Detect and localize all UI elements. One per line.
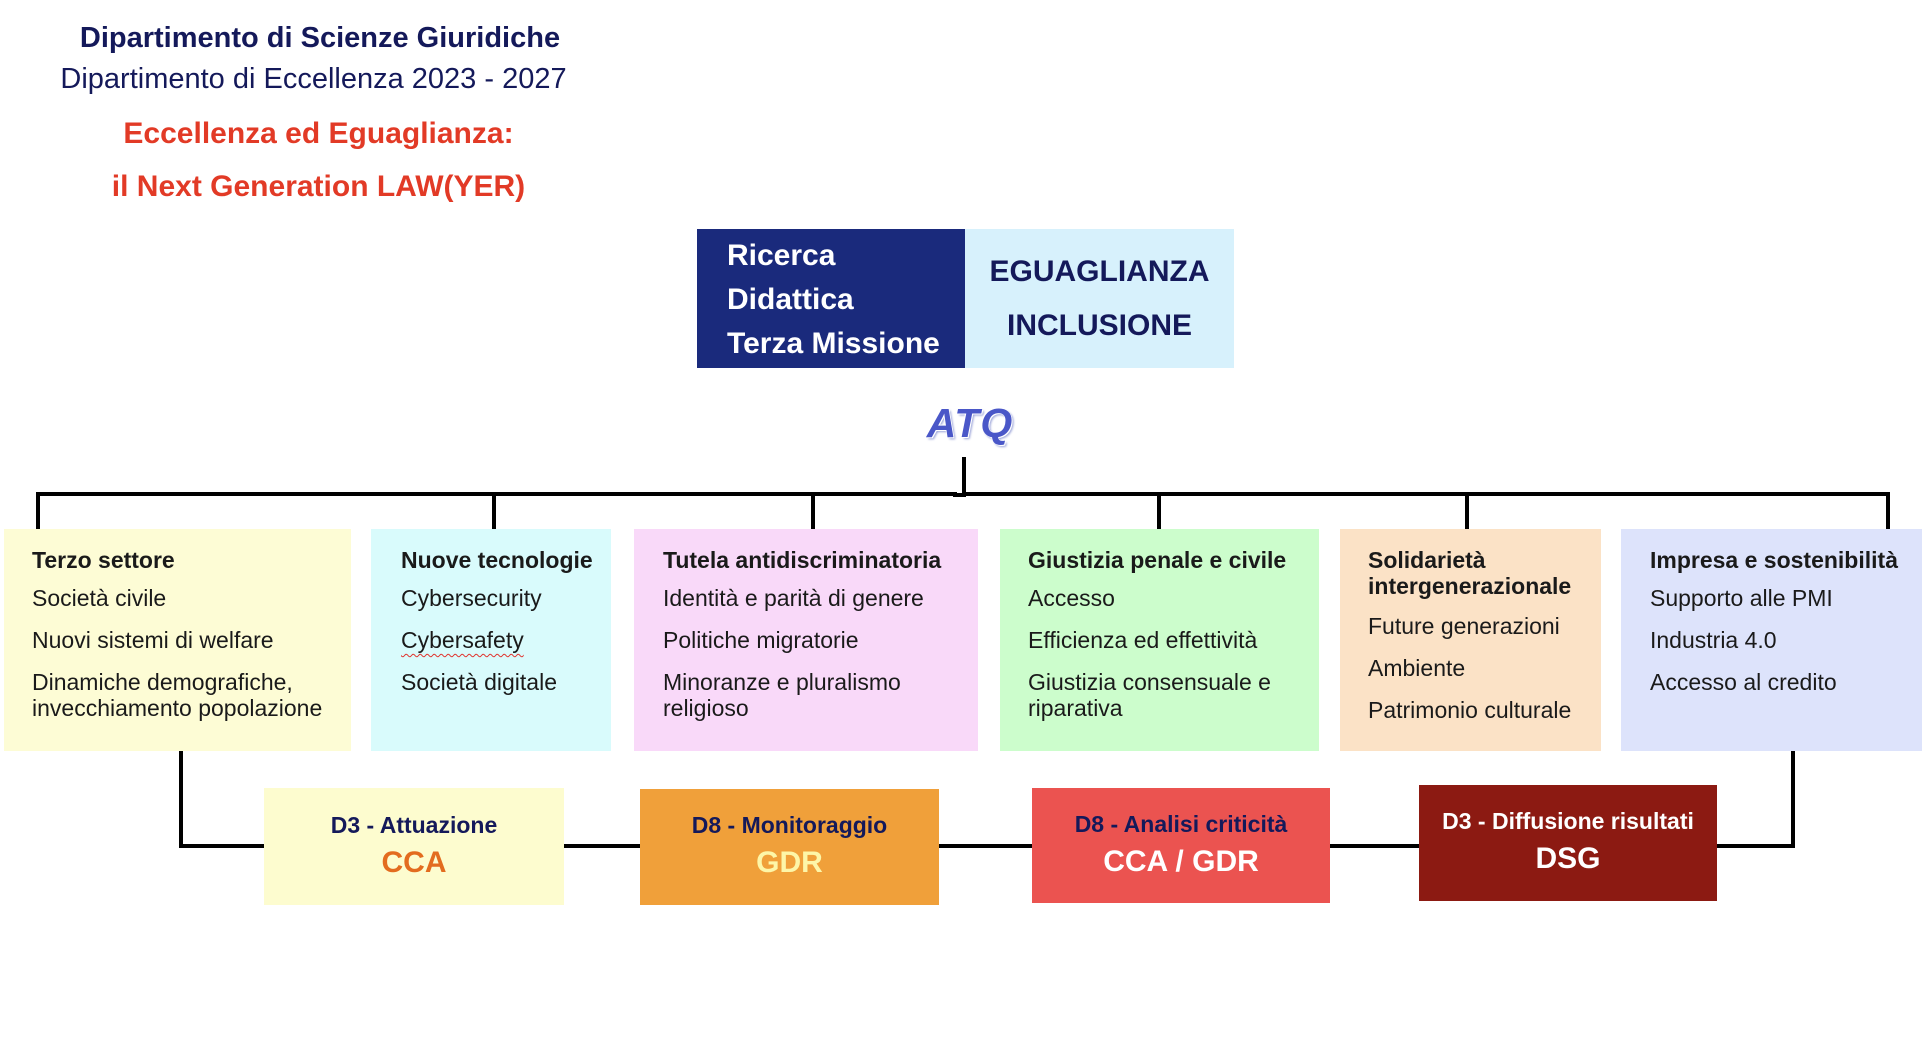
- category-title: Terzo settore: [32, 547, 175, 573]
- missions-box: Ricerca Didattica Terza Missione: [697, 229, 965, 368]
- phase-attuazione: D3 - Attuazione CCA: [264, 788, 564, 905]
- category-item: Efficienza ed effettività: [1028, 627, 1258, 653]
- phase-code: DSG: [1535, 842, 1601, 875]
- category-terzo-settore: Terzo settore Società civile Nuovi siste…: [4, 529, 351, 751]
- category-item: Politiche migratorie: [663, 627, 859, 653]
- mission-item: Didattica: [727, 283, 854, 316]
- category-title: Solidarietà intergenerazionale: [1368, 547, 1572, 599]
- category-item: Supporto alle PMI: [1650, 585, 1833, 611]
- tree-bus: [36, 492, 1890, 497]
- category-item: Società civile: [32, 585, 167, 611]
- category-title: Impresa e sostenibilità: [1650, 547, 1898, 573]
- category-item: Giustizia consensuale e riparativa: [1028, 669, 1271, 721]
- category-item: Industria 4.0: [1650, 627, 1777, 653]
- project-title-line1: Eccellenza ed Eguaglianza:: [123, 117, 514, 150]
- category-tutela-antidiscriminatoria: Tutela antidiscriminatoria Identità e pa…: [634, 529, 978, 751]
- category-item: Dinamiche demografiche, invecchiamento p…: [32, 669, 323, 721]
- category-item: Identità e parità di genere: [663, 585, 924, 611]
- phase-code: CCA / GDR: [1103, 844, 1259, 878]
- excellence-subtitle: Dipartimento di Eccellenza 2023 - 2027: [60, 63, 567, 95]
- category-title: Tutela antidiscriminatoria: [663, 547, 942, 573]
- category-title: Giustizia penale e civile: [1028, 547, 1287, 573]
- department-title: Dipartimento di Scienze Giuridiche: [79, 22, 561, 54]
- phase-label: D3 - Diffusione risultati: [1442, 808, 1694, 834]
- value-item: INCLUSIONE: [1006, 308, 1192, 342]
- category-solidarieta: Solidarietà intergenerazionale Future ge…: [1340, 529, 1601, 751]
- category-item: Minoranze e pluralismo religioso: [663, 669, 901, 721]
- category-nuove-tecnologie: Nuove tecnologie Cybersecurity Cybersafe…: [371, 529, 611, 751]
- phase-label: D8 - Monitoraggio: [691, 812, 888, 838]
- mission-item: Terza Missione: [727, 327, 940, 360]
- phase-code: CCA: [381, 845, 447, 879]
- phase-label: D8 - Analisi criticità: [1074, 810, 1288, 837]
- phase-monitoraggio: D8 - Monitoraggio GDR: [640, 789, 939, 905]
- category-item: Patrimonio culturale: [1368, 697, 1572, 723]
- flow-line-right: [1715, 750, 1795, 848]
- category-item: Cybersafety: [401, 627, 524, 653]
- category-item: Accesso al credito: [1650, 669, 1837, 695]
- phase-diffusione-risultati: D3 - Diffusione risultati DSG: [1419, 785, 1717, 901]
- category-item: Accesso: [1028, 585, 1115, 611]
- mission-item: Ricerca: [727, 239, 836, 272]
- category-item: Nuovi sistemi di welfare: [32, 627, 274, 653]
- value-item: EGUAGLIANZA: [989, 254, 1210, 288]
- category-item: Società digitale: [401, 669, 557, 695]
- phase-label: D3 - Attuazione: [330, 811, 498, 838]
- hub-label-atq: ATQ: [926, 400, 1014, 446]
- flow-line-left: [179, 750, 266, 848]
- phase-analisi-criticita: D8 - Analisi criticità CCA / GDR: [1032, 788, 1330, 903]
- category-item: Future generazioni: [1368, 613, 1560, 639]
- category-item: Cybersecurity: [401, 585, 542, 611]
- category-item: Ambiente: [1368, 655, 1466, 681]
- values-box: EGUAGLIANZA INCLUSIONE: [965, 229, 1234, 368]
- phase-code: GDR: [756, 846, 823, 879]
- category-giustizia: Giustizia penale e civile Accesso Effici…: [1000, 529, 1319, 751]
- project-title-line2: il Next Generation LAW(YER): [111, 170, 526, 203]
- category-impresa: Impresa e sostenibilità Supporto alle PM…: [1621, 529, 1922, 751]
- category-title: Nuove tecnologie: [401, 547, 593, 573]
